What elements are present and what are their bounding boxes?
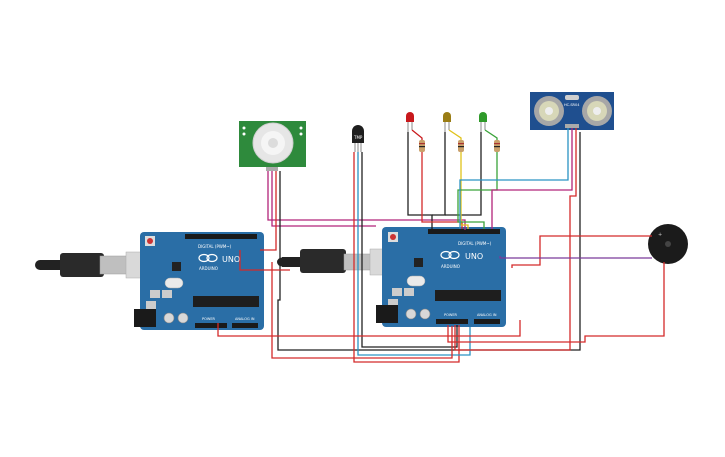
arduino-logo-right [440,250,460,260]
wires [217,128,665,363]
power-label-left: POWER [202,317,216,321]
digital-header-left [185,234,257,239]
power-header-left [195,323,227,328]
temperature-sensor[interactable]: TMP [352,125,364,152]
piezo-buzzer[interactable]: + [648,224,688,264]
model-label-right: UNO [465,252,483,261]
power-jack-right [376,305,398,323]
digital-label-left: DIGITAL (PWM~) [198,244,232,249]
analog-header-left [232,323,258,328]
board-right [382,227,506,327]
tmp-label: TMP [353,135,363,140]
brand-label-left: ARDUINO [199,266,218,271]
arduino-right[interactable]: DIGITAL (PWM~) UNO ARDUINO POWER ANALOG … [277,227,506,327]
mcu-chip-right [435,290,501,301]
resistors [419,140,500,152]
svg-text:+: + [658,232,662,238]
led-green[interactable] [479,112,487,132]
power-label-right: POWER [444,313,458,317]
ultrasonic-model-label: HC-SR04 [564,103,580,107]
arduino-left[interactable]: DIGITAL (PWM~) UNO ARDUINO POWER ANALOG … [35,232,264,330]
led-yellow[interactable] [443,112,451,132]
brand-label-right: ARDUINO [441,264,460,269]
usb-chip-left [172,262,181,271]
analog-label-left: ANALOG IN [235,317,255,321]
digital-header-right [428,229,500,234]
mcu-chip-left [193,296,259,307]
analog-header-right [474,319,500,324]
power-jack-left [134,309,156,327]
power-header-right [436,319,468,324]
analog-label-right: ANALOG IN [477,313,497,317]
digital-label-right: DIGITAL (PWM~) [458,241,492,246]
arduino-logo-left [198,253,218,263]
led-red[interactable] [406,112,414,132]
pir-sensor[interactable] [239,121,306,171]
usb-cable-left [35,251,159,279]
usb-chip-right [414,258,423,267]
model-label-left: UNO [222,255,240,264]
ultrasonic-sensor[interactable]: HC-SR04 [530,92,614,130]
